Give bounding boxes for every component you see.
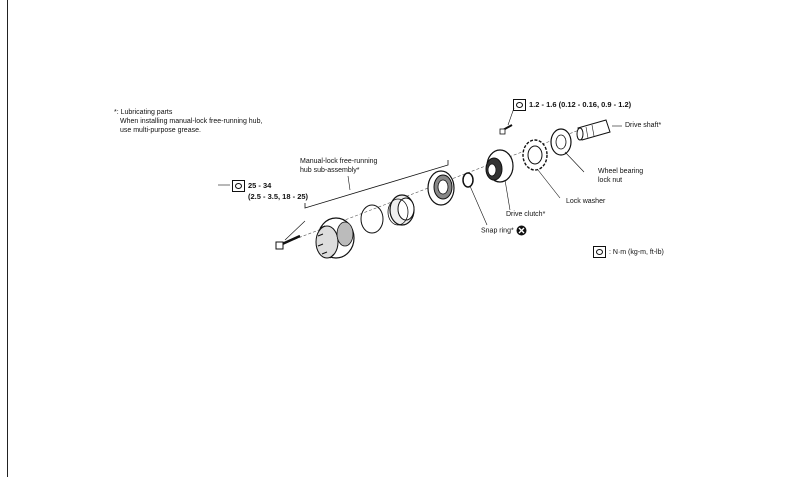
torque-wrench-icon [593,246,606,258]
wheel-bearing-line2: lock nut [598,177,623,184]
retaining-ring [360,204,384,234]
lubricating-note-line2: When installing manual-lock free-running… [120,118,263,125]
snap-ring-text: Snap ring* [481,227,514,235]
lock-washer-label: Lock washer [566,198,606,205]
lubricating-note-line3: use multi-purpose grease. [120,127,201,134]
snap-ring-label: Snap ring* [481,225,527,236]
bolt-torque-line2: (2.5 - 3.5, 18 - 25) [248,192,309,201]
drive-clutch-part [485,149,514,183]
lubricating-note: *: Lubricating parts When installing man… [114,108,262,135]
replace-part-icon [516,225,527,236]
top-torque-label: 1.2 - 1.6 (0.12 - 0.16, 0.9 - 1.2) [513,99,631,111]
snap-ring-part [462,172,474,188]
bolt-torque-line1: 25 - 34 [248,180,272,190]
inner-gear [427,170,455,206]
subassembly-label: Manual-lock free-running hub sub-assembl… [300,157,377,175]
units-legend: : N·m (kg-m, ft-lb) [593,246,664,258]
torque-wrench-icon [232,180,245,192]
small-screw [499,124,513,135]
lock-washer-part [522,139,548,171]
subassembly-bracket [304,160,449,209]
torque-wrench-icon [513,99,526,111]
drive-shaft-label: Drive shaft* [625,122,662,129]
clutch-ring [387,194,415,226]
subassembly-label-line2: hub sub-assembly* [300,167,360,174]
lubricating-note-line1: *: Lubricating parts [114,109,173,116]
leader-lines [218,107,622,241]
wheel-bearing-lock-nut-part [550,128,572,156]
manual-lock-hub-body [315,217,355,259]
drive-clutch-label: Drive clutch* [506,211,546,218]
subassembly-label-line1: Manual-lock free-running [300,158,378,165]
left-border-rule [7,0,8,477]
hub-bolt [275,234,301,250]
top-torque-value: 1.2 - 1.6 (0.12 - 0.16, 0.9 - 1.2) [529,99,632,109]
drive-shaft-part [576,119,611,141]
units-legend-text: : N·m (kg-m, ft-lb) [609,248,664,256]
wheel-bearing-lock-nut-label: Wheel bearing lock nut [598,167,643,185]
bolt-torque-label: 25 - 34 (2.5 - 3.5, 18 - 25) [232,180,308,201]
wheel-bearing-line1: Wheel bearing [598,168,644,175]
